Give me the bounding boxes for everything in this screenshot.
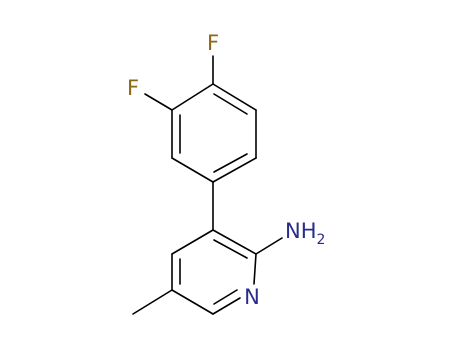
bond	[171, 229, 214, 255]
bond	[253, 253, 257, 285]
bond	[212, 297, 241, 315]
phenyl-ring	[171, 83, 257, 183]
double-bond-inner	[213, 239, 248, 259]
double-bond-inner	[213, 93, 248, 115]
ring-nitrogen-label: N	[244, 285, 260, 309]
bond	[212, 229, 257, 255]
bond	[171, 289, 214, 315]
bond	[171, 83, 214, 111]
pyridine-ring	[171, 229, 257, 315]
fluorine-label: F	[127, 76, 139, 100]
amine-symbol: NH	[285, 219, 317, 243]
bond	[171, 157, 214, 183]
amine-label: NH2	[285, 219, 325, 248]
amine-subscript: 2	[317, 232, 326, 248]
double-bond-inner	[213, 153, 248, 173]
bond-to-fluorine-left	[144, 93, 173, 111]
methyl-bond	[132, 289, 173, 315]
bond-to-amine	[255, 237, 283, 255]
double-bond-inner	[213, 289, 238, 305]
bond	[212, 157, 257, 183]
bond	[212, 83, 257, 111]
fluorine-label: F	[207, 31, 219, 55]
